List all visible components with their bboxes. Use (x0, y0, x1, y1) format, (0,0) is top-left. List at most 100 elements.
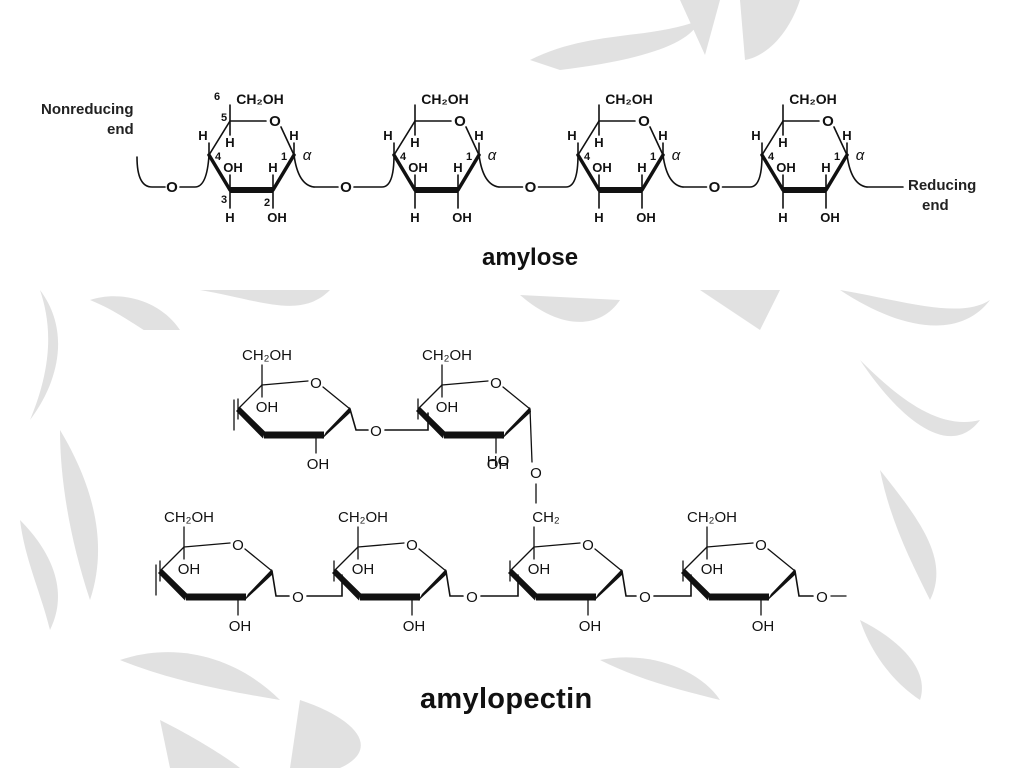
hydrogen-label: H (821, 160, 830, 175)
bond-line (767, 548, 796, 572)
bond-line (418, 548, 447, 572)
hydrogen-label: H (453, 160, 462, 175)
ch2oh-label: CH₂OH (422, 347, 472, 364)
glycosidic-bond (179, 154, 210, 188)
hydroxyl-label: OH (352, 561, 375, 578)
bond-line (465, 126, 480, 156)
carbon-number-label: 4 (768, 151, 775, 163)
hydrogen-label: H (474, 128, 483, 143)
bold-bond (508, 569, 537, 601)
hydrogen-label: H (594, 135, 603, 150)
glycosidic-bond (653, 574, 692, 597)
alpha-label: α (856, 147, 865, 164)
linkage-oxygen-label: O (370, 423, 382, 440)
linkage-oxygen-label: O (816, 589, 828, 606)
hydrogen-label: H (567, 128, 576, 143)
glycosidic-bond (480, 574, 519, 597)
carbon-number-label: 6 (214, 91, 220, 103)
nonreducing-end-line1: Nonreducing (41, 101, 134, 118)
hydroxyl-label: OH (820, 210, 840, 225)
carbon-number-label: 2 (264, 197, 270, 209)
ch2oh-label: CH₂OH (242, 347, 292, 364)
carbon-number-label: 1 (281, 151, 287, 163)
branch-oxygen-label: O (530, 465, 542, 482)
carbon-number-label: 4 (400, 151, 407, 163)
hydroxyl-label: OH (223, 160, 243, 175)
glycosidic-bond (384, 412, 429, 431)
bond-line (577, 120, 600, 156)
nonreducing-end-label: Nonreducing end (41, 100, 134, 140)
bold-bond (415, 187, 458, 193)
amylopectin-glucose-unit: O CH₂OH OH OH (236, 347, 351, 473)
bond-line (322, 386, 351, 410)
bond-line (393, 120, 416, 156)
alpha-label: α (303, 147, 312, 164)
hydrogen-label: H (410, 135, 419, 150)
bold-bond (709, 593, 769, 601)
bond-line (441, 380, 489, 386)
leaf-watermark (20, 0, 990, 768)
linkage-oxygen-label: O (639, 589, 651, 606)
bond-line (357, 542, 405, 548)
bond-line (456, 153, 481, 192)
hydroxyl-label: OH (307, 456, 330, 473)
hydroxyl-label: OH (436, 399, 459, 416)
glycosidic-bond (271, 570, 290, 597)
bond-line (706, 542, 754, 548)
bond-line (761, 120, 784, 156)
hydrogen-label: H (225, 210, 234, 225)
ring-oxygen-label: O (638, 113, 650, 130)
bond-line (649, 126, 664, 156)
bond-line (208, 120, 231, 156)
ch2oh-label: CH₂OH (338, 509, 388, 526)
bold-bond (444, 431, 504, 439)
bold-bond (264, 431, 324, 439)
glycosidic-bond (846, 154, 868, 188)
hydrogen-label: H (198, 128, 207, 143)
glycosidic-bond (445, 570, 464, 597)
ring-oxygen-label: O (822, 113, 834, 130)
linkage-oxygen-label: O (466, 589, 478, 606)
hydroxyl-label: OH (256, 399, 279, 416)
carbon-number-label: 5 (221, 112, 227, 124)
glycosidic-bond (306, 574, 343, 597)
ch2oh-label: CH₂OH (164, 509, 214, 526)
ring-oxygen-label: O (755, 537, 767, 554)
hydroxyl-label: OH (752, 618, 775, 635)
hydroxyl-label: OH (267, 210, 287, 225)
ring-oxygen-label: O (310, 375, 322, 392)
ch2oh-label: CH₂OH (421, 91, 468, 107)
bond-line (237, 384, 263, 410)
bond-line (261, 380, 309, 386)
bond-line (502, 386, 531, 410)
hydrogen-label: H (778, 135, 787, 150)
glycosidic-bond (662, 154, 684, 188)
ch2oh-label: CH₂OH (236, 91, 283, 107)
bond-line (183, 542, 231, 548)
linkage-oxygen-label: O (340, 179, 352, 196)
hydrogen-label: H (225, 135, 234, 150)
bold-bond (599, 187, 642, 193)
bold-bond (332, 569, 361, 601)
glycosidic-bond (478, 154, 500, 188)
carbon-number-label: 4 (584, 151, 591, 163)
glycosidic-bond (293, 154, 315, 188)
carbon-number-label: 1 (834, 151, 840, 163)
reducing-end-line1: Reducing (908, 177, 977, 194)
hydroxyl-label: OH (452, 210, 472, 225)
ring-oxygen-label: O (269, 113, 281, 130)
bond-line (244, 548, 273, 572)
bold-bond (244, 569, 273, 601)
reducing-end-label: Reducing end (908, 176, 976, 216)
amylose-title: amylose (482, 244, 579, 271)
hydrogen-label: H (383, 128, 392, 143)
hydrogen-label: H (751, 128, 760, 143)
bold-bond (416, 407, 445, 439)
bold-bond (594, 569, 623, 601)
